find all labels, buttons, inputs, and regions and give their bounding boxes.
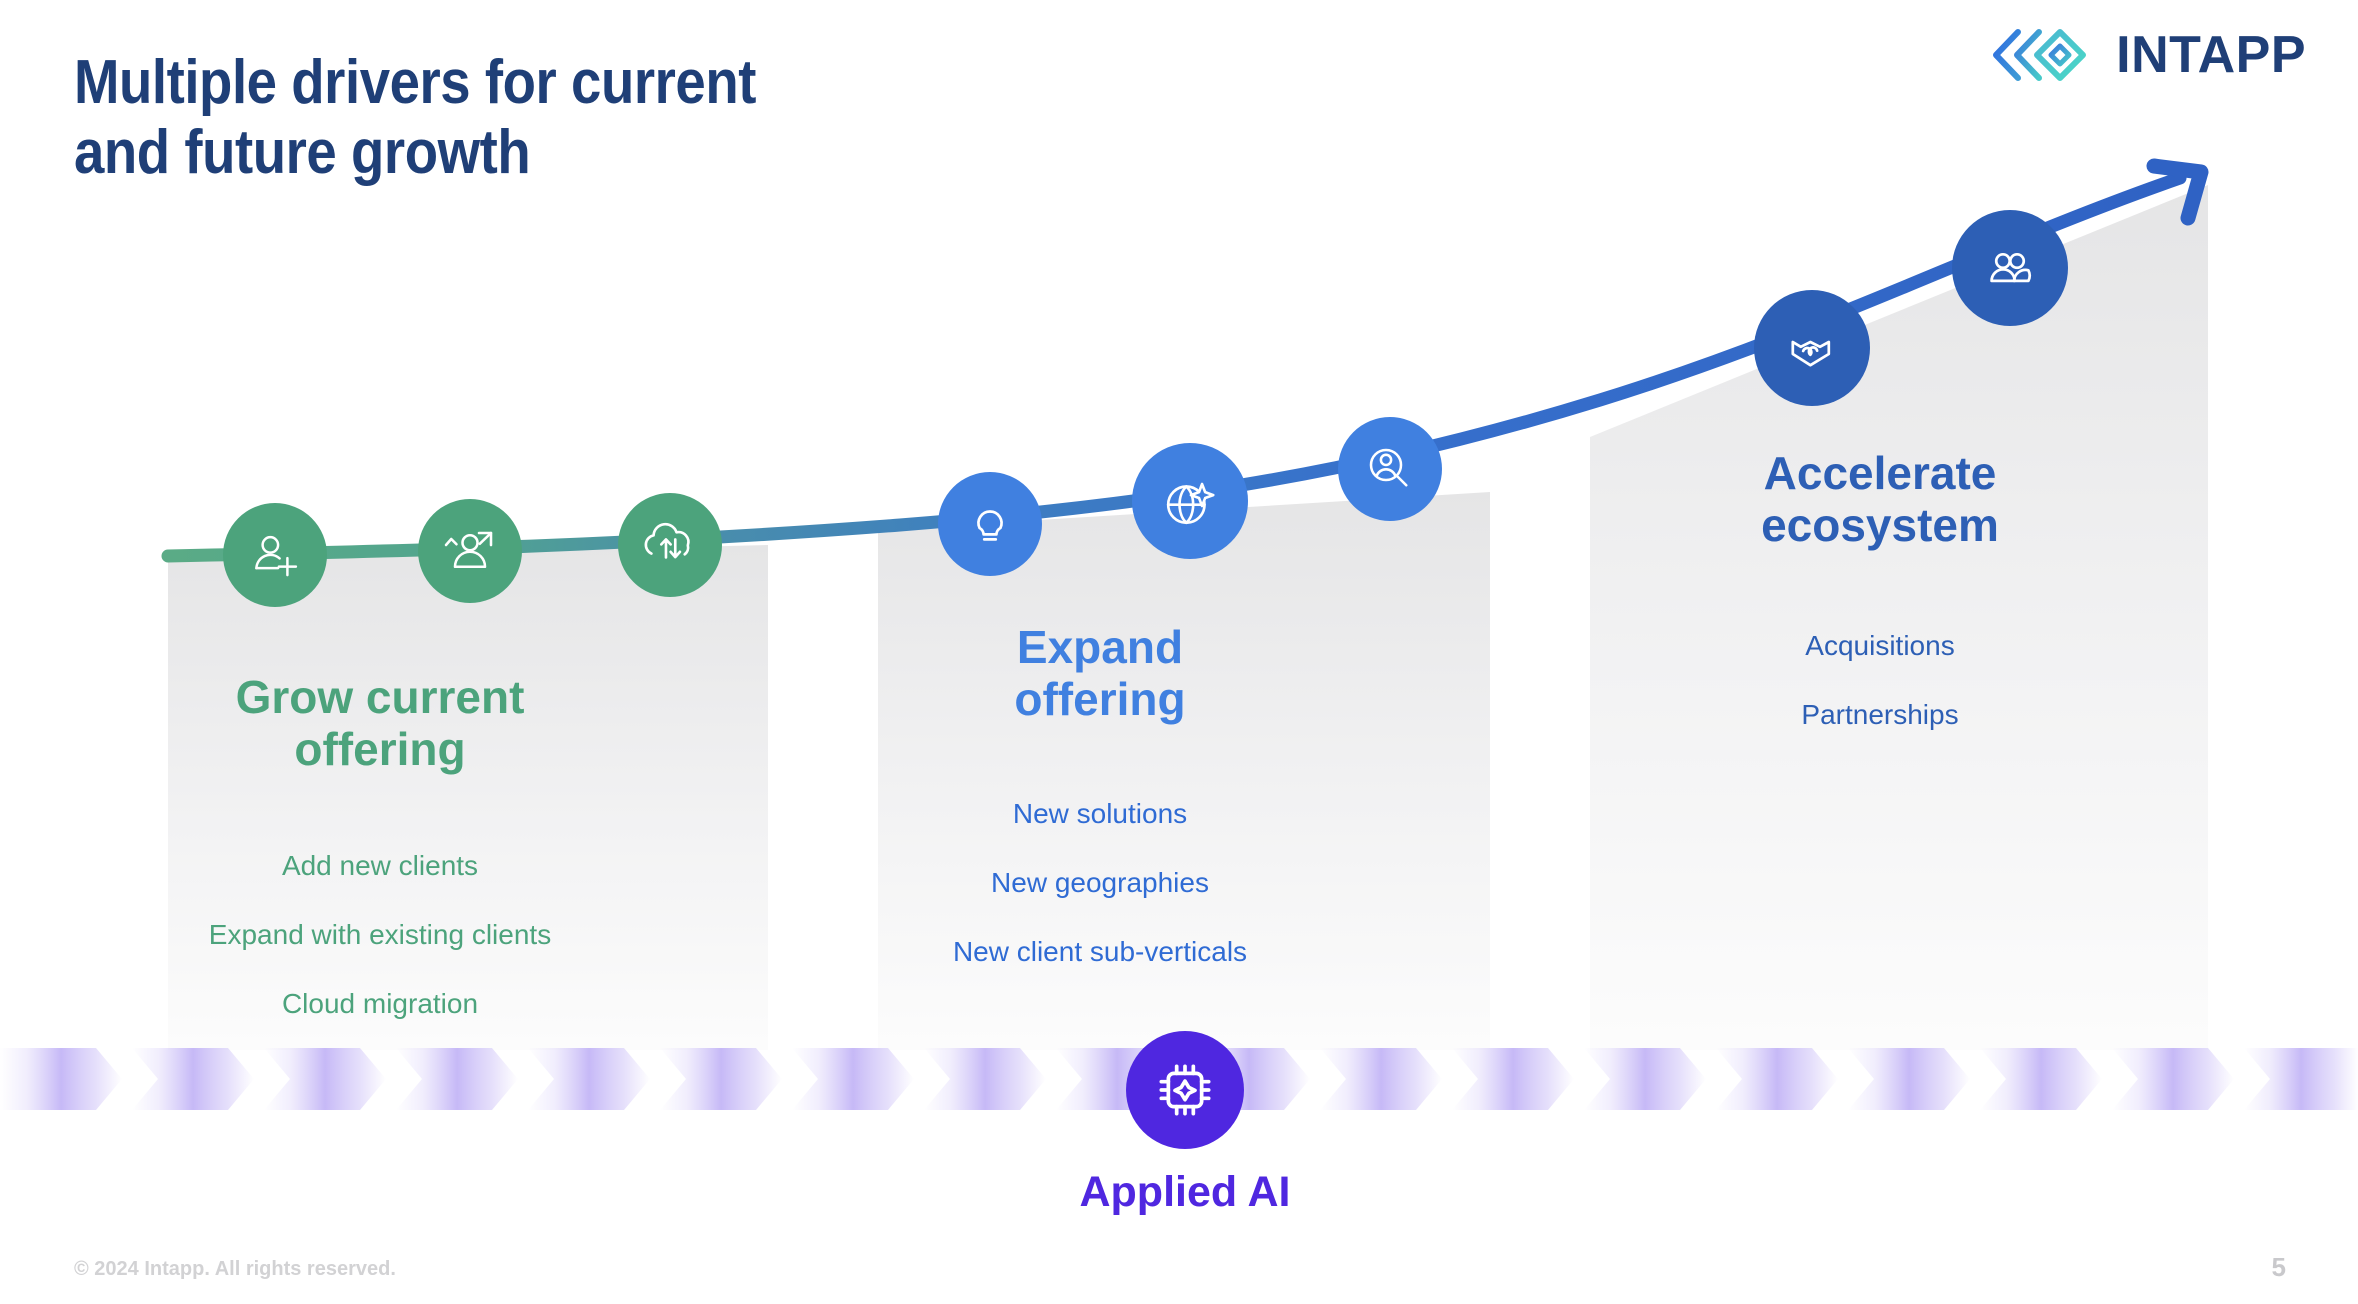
column-items-expand: New solutions New geographies New client… <box>830 800 1370 1007</box>
lightbulb-icon <box>977 510 1003 541</box>
list-item: Acquisitions <box>1805 630 1955 661</box>
page-title: Multiple drivers for current and future … <box>74 48 756 188</box>
ai-chip-sparkle-icon <box>1159 1064 1211 1116</box>
brand-logo: INTAPP <box>1984 24 2306 86</box>
applied-ai-label: Applied AI <box>1079 1168 1291 1216</box>
page-number: 5 <box>2271 1252 2286 1282</box>
list-item: Cloud migration <box>281 988 479 1019</box>
list-item: New client sub-verticals <box>952 936 1248 967</box>
handshake-icon <box>1791 340 1831 367</box>
globe-sparkle-icon <box>1166 482 1215 525</box>
list-item: New solutions <box>1012 798 1188 829</box>
list-item: Add new clients <box>281 850 479 881</box>
list-item: Expand with existing clients <box>208 919 552 950</box>
panel-grow <box>168 545 768 1050</box>
node-add-person[interactable] <box>223 503 327 607</box>
list-item: New geographies <box>991 867 1209 898</box>
node-new-subverticals[interactable] <box>1338 417 1442 521</box>
list-item: Partnerships <box>1801 699 1959 730</box>
column-panels <box>168 185 2208 1050</box>
panel-accelerate <box>1590 185 2208 1050</box>
applied-ai-node[interactable] <box>1126 1031 1244 1149</box>
column-heading-expand: Expand offering <box>1014 621 1186 725</box>
cloud-sync-icon <box>644 522 690 559</box>
node-partnerships[interactable] <box>1754 290 1870 406</box>
node-person-growth[interactable] <box>418 499 522 603</box>
panel-expand <box>878 492 1490 1050</box>
people-group-icon <box>1990 252 2032 283</box>
person-magnifier-icon <box>1369 448 1408 487</box>
node-new-geographies[interactable] <box>1132 443 1248 559</box>
column-items-grow: Add new clients Expand with existing cli… <box>130 852 630 1059</box>
copyright-text: © 2024 Intapp. All rights reserved. <box>74 1258 396 1280</box>
node-acquisitions[interactable] <box>1952 210 2068 326</box>
column-heading-grow: Grow current offering <box>235 671 525 775</box>
add-person-icon <box>255 535 298 577</box>
person-growth-arrow-icon <box>444 531 493 569</box>
logo-wordmark: INTAPP <box>2116 26 2306 84</box>
column-items-accelerate: Acquisitions Partnerships <box>1640 632 2120 770</box>
column-heading-accelerate: Accelerate ecosystem <box>1761 447 1999 551</box>
applied-ai-band <box>0 1048 2358 1110</box>
node-new-solutions[interactable] <box>938 472 1042 576</box>
intapp-chevron-diamond-logo-icon <box>1993 29 2087 81</box>
node-cloud-migration[interactable] <box>618 493 722 597</box>
